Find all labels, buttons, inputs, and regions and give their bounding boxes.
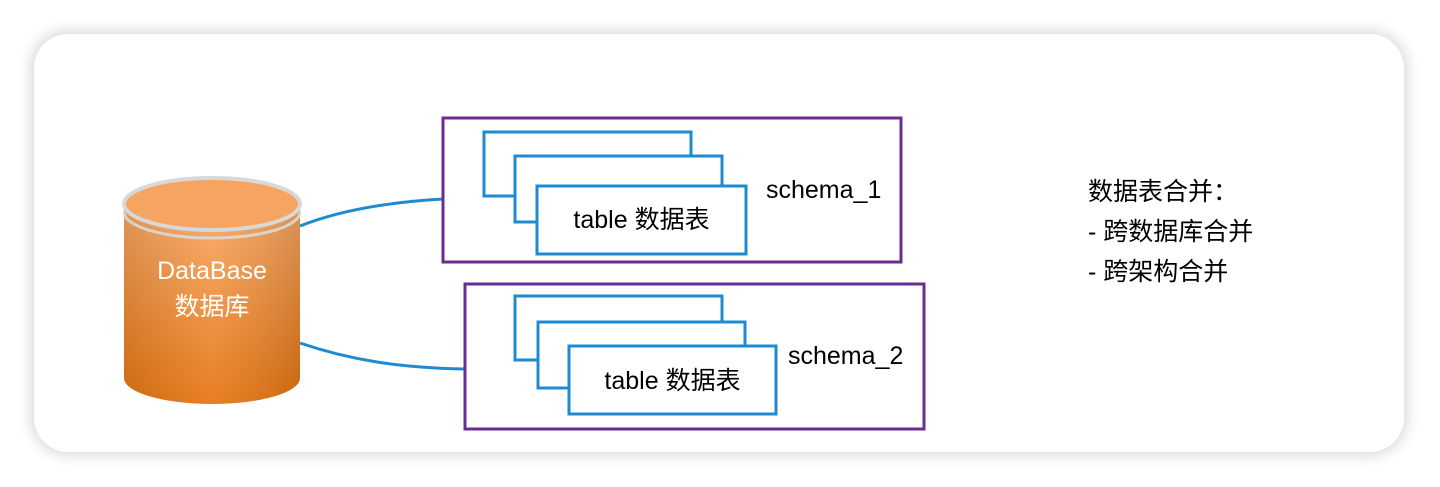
connector-schema-1 xyxy=(299,197,444,228)
schema-2-table-label: table 数据表 xyxy=(604,367,741,395)
database-cylinder xyxy=(122,176,302,404)
schema-1-name: schema_1 xyxy=(766,176,882,204)
merge-notes-title: 数据表合并： xyxy=(1088,178,1239,206)
merge-notes-item: - 跨数据库合并 xyxy=(1088,218,1254,246)
database-label-line2: 数据库 xyxy=(174,293,250,321)
schema-1-table-label: table 数据表 xyxy=(573,206,710,234)
schema-1-table-front xyxy=(535,184,748,256)
database-label-line1: DataBase xyxy=(157,257,267,285)
connector-schema-2 xyxy=(299,341,466,371)
merge-notes: 数据表合并： - 跨数据库合并 - 跨架构合并 xyxy=(1088,172,1253,292)
schema-2-name: schema_2 xyxy=(788,342,904,370)
schema-2-table-front xyxy=(567,344,778,416)
merge-notes-item: - 跨架构合并 xyxy=(1088,258,1229,286)
